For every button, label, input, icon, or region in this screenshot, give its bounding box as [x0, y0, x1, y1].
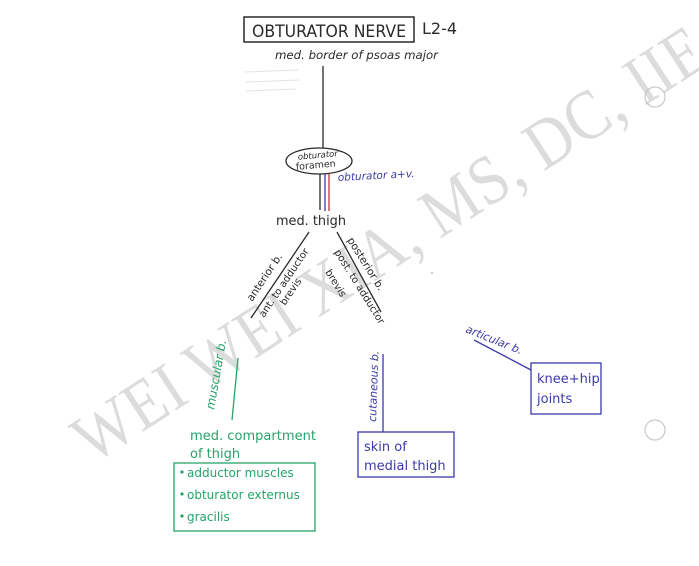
- foramen-label-2: foramen: [295, 158, 336, 172]
- anterior-branch-line: [250, 231, 310, 319]
- muscle-item: adductor muscles: [187, 466, 294, 480]
- foramen-ellipse: [285, 147, 353, 175]
- articular-branch-label: articular b.: [464, 323, 524, 358]
- muscular-targets-box: [173, 462, 316, 532]
- cutaneous-box-line-1: skin of: [364, 440, 407, 455]
- muscular-target-line-2: of thigh: [190, 447, 240, 462]
- binder-hole-bottom: [644, 419, 666, 441]
- cutaneous-box-line-2: medial thigh: [364, 459, 446, 474]
- bullet-dot: [180, 492, 184, 496]
- nerve-name: OBTURATOR NERVE: [252, 22, 406, 42]
- binder-hole-top: [644, 86, 666, 108]
- articular-branch-line: [473, 339, 532, 371]
- posterior-branch-line: [336, 231, 382, 313]
- nerve-roots: L2-4: [422, 19, 457, 38]
- muscle-list: adductor muscles obturator externus grac…: [180, 466, 300, 524]
- muscle-item: gracilis: [187, 510, 230, 524]
- erased-scribble: [243, 69, 301, 92]
- bullet-dot: [180, 514, 184, 518]
- cutaneous-target-box: [357, 431, 455, 478]
- articular-box-line-2: joints: [536, 392, 573, 407]
- articular-box-line-1: knee+hip: [537, 372, 600, 387]
- title-box: [243, 16, 415, 43]
- nerve-origin: med. border of psoas major: [275, 48, 439, 62]
- medial-thigh-label: med. thigh: [276, 214, 346, 229]
- muscle-item: obturator externus: [187, 488, 300, 502]
- vessels-label: obturator a+v.: [338, 168, 415, 184]
- muscular-target-line-1: med. compartment: [190, 429, 316, 444]
- bullet-dot: [180, 470, 184, 474]
- articular-target-box: [530, 362, 602, 415]
- stray-dot: [431, 272, 433, 274]
- cutaneous-branch-label: cutaneous b.: [366, 350, 381, 422]
- foramen-label-1: obturator: [297, 149, 338, 162]
- muscular-branch-line: [231, 357, 239, 421]
